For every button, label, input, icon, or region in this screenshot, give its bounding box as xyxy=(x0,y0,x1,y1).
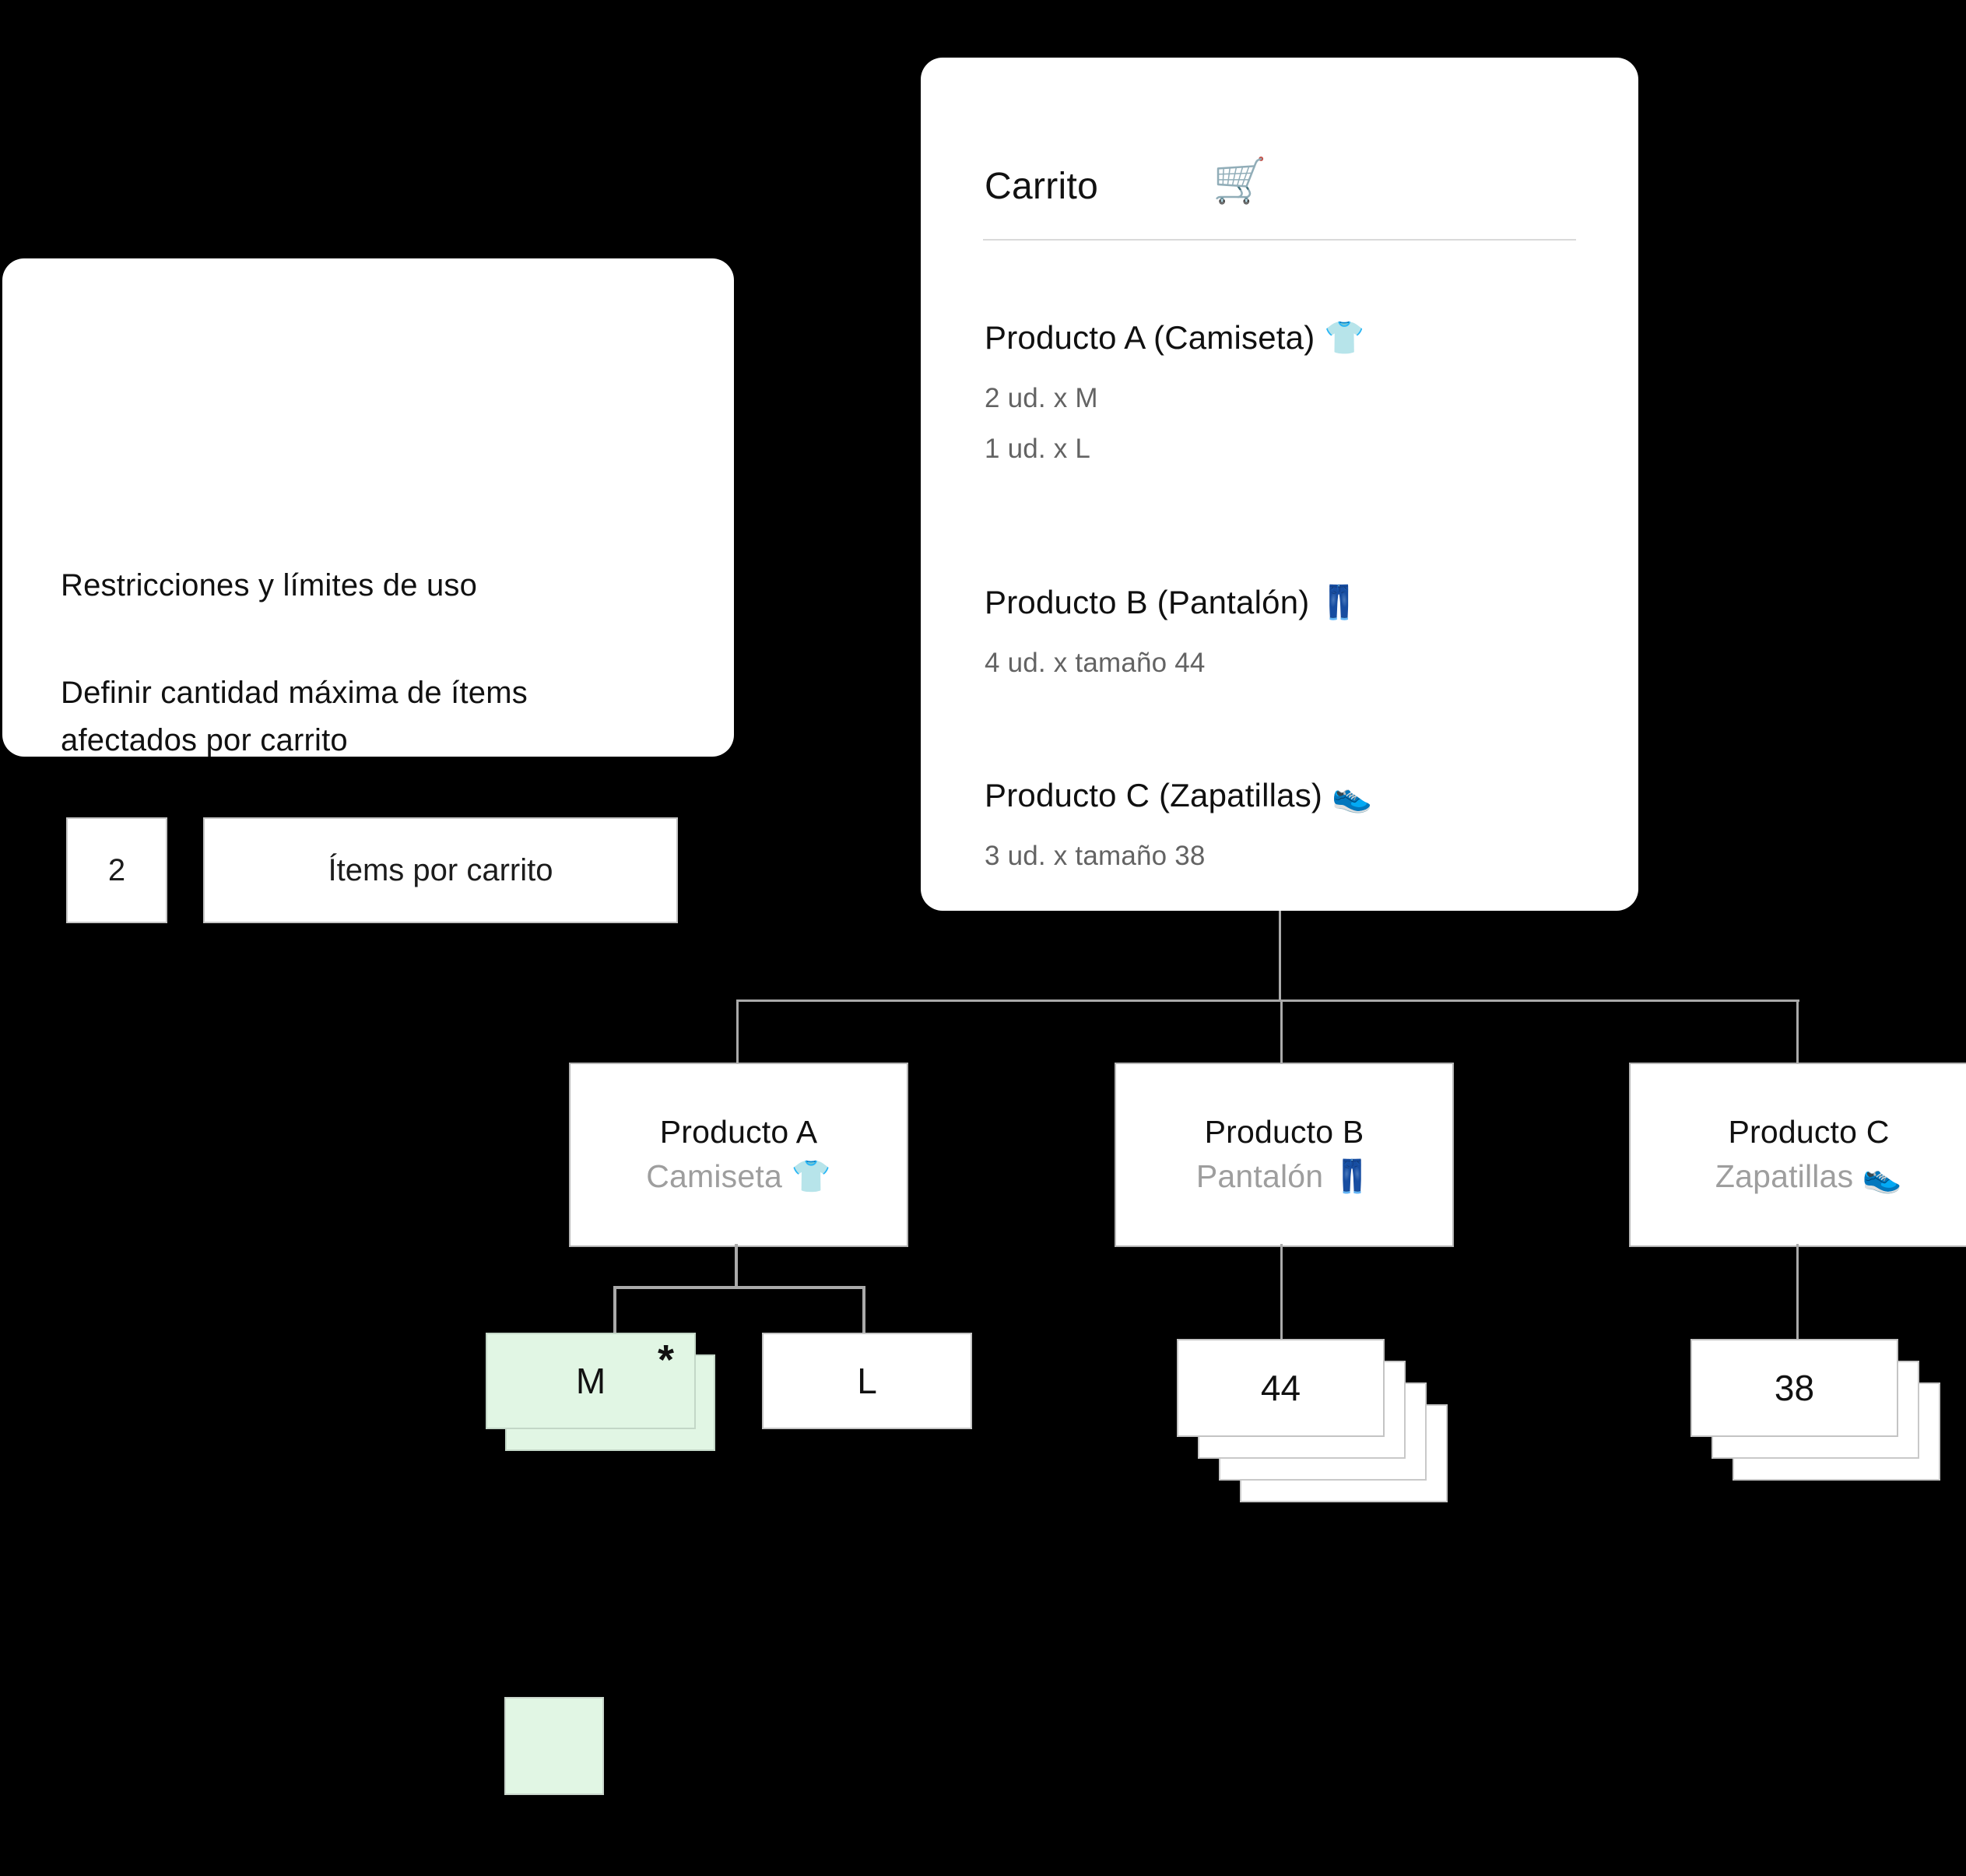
connector-a-drop xyxy=(735,1244,738,1289)
connector-drop-product-c xyxy=(1796,999,1799,1063)
product-b-title: Producto B xyxy=(1204,1114,1364,1150)
variant-m-asterisk: * xyxy=(657,1337,674,1383)
product-a-subtitle: Camiseta 👕 xyxy=(646,1158,831,1196)
connector-c-drop xyxy=(1796,1244,1799,1339)
cart-item-c-name: Producto C (Zapatillas) 👟 xyxy=(985,777,1372,815)
cart-item-a-name: Producto A (Camiseta) 👕 xyxy=(985,319,1365,357)
variant-l-label: L xyxy=(857,1361,877,1401)
product-node-a: Producto A Camiseta 👕 xyxy=(569,1063,908,1247)
variant-38-label: 38 xyxy=(1774,1368,1815,1408)
connector-drop-product-a xyxy=(736,999,739,1063)
connector-drop-product-b xyxy=(1280,999,1283,1063)
cart-item-b-label: Producto B (Pantalón) xyxy=(985,584,1310,620)
sneaker-icon: 👟 xyxy=(1331,777,1373,813)
cart-item-c-line1: 3 ud. x tamaño 38 xyxy=(985,841,1206,871)
connector-a-horizontal xyxy=(613,1286,865,1289)
cart-item-a-line2: 1 ud. x L xyxy=(985,434,1091,464)
tshirt-icon: 👕 xyxy=(791,1158,831,1194)
variant-card-m: M * xyxy=(486,1333,696,1429)
variant-m-label: M xyxy=(575,1361,606,1401)
variant-card-l: L xyxy=(762,1333,972,1429)
product-node-c: Producto C Zapatillas 👟 xyxy=(1629,1063,1966,1247)
product-a-subtitle-label: Camiseta xyxy=(646,1158,782,1194)
connector-a-drop-m xyxy=(613,1286,616,1333)
cart-title: Carrito xyxy=(985,166,1099,207)
connector-main-horizontal xyxy=(736,999,1799,1002)
restrictions-description-line2: afectados por carrito xyxy=(61,722,348,757)
quantity-unit-field[interactable]: Ítems por carrito xyxy=(203,817,678,923)
cart-item-b-name: Producto B (Pantalón) 👖 xyxy=(985,584,1360,622)
jeans-icon: 👖 xyxy=(1332,1158,1373,1194)
cart-divider xyxy=(983,239,1576,241)
variant-card-38: 38 xyxy=(1690,1339,1898,1437)
product-c-subtitle: Zapatillas 👟 xyxy=(1715,1158,1902,1196)
product-b-subtitle-label: Pantalón xyxy=(1195,1158,1324,1194)
shopping-cart-icon: 🛒 xyxy=(1213,156,1267,205)
restrictions-title: Restricciones y límites de uso xyxy=(61,568,478,602)
tshirt-icon: 👕 xyxy=(1324,319,1365,356)
jeans-icon: 👖 xyxy=(1318,584,1360,620)
legend-highlight-swatch xyxy=(504,1697,604,1795)
variant-card-44: 44 xyxy=(1177,1339,1385,1437)
cart-card: Carrito 🛒 Producto A (Camiseta) 👕 2 ud. … xyxy=(921,58,1638,911)
restrictions-card: Restricciones y límites de uso Definir c… xyxy=(2,258,734,923)
cart-item-a-label: Producto A (Camiseta) xyxy=(985,319,1315,356)
cart-item-c-label: Producto C (Zapatillas) xyxy=(985,777,1323,813)
cart-item-b-line1: 4 ud. x tamaño 44 xyxy=(985,648,1206,678)
connector-b-drop xyxy=(1280,1244,1283,1339)
product-c-title: Producto C xyxy=(1728,1114,1890,1150)
restrictions-description-line1: Definir cantidad máxima de ítems xyxy=(61,676,528,710)
cart-item-a-line1: 2 ud. x M xyxy=(985,383,1098,413)
product-b-subtitle: Pantalón 👖 xyxy=(1196,1158,1372,1196)
product-c-subtitle-label: Zapatillas xyxy=(1715,1158,1854,1194)
connector-cart-drop xyxy=(1279,911,1281,1002)
quantity-input[interactable]: 2 xyxy=(66,817,167,923)
variant-44-label: 44 xyxy=(1260,1368,1301,1408)
product-a-title: Producto A xyxy=(659,1114,818,1150)
product-node-b: Producto B Pantalón 👖 xyxy=(1115,1063,1454,1247)
sneaker-icon: 👟 xyxy=(1862,1158,1903,1194)
restrictions-description: Definir cantidad máxima de ítems afectad… xyxy=(61,669,528,764)
connector-a-drop-l xyxy=(862,1286,865,1333)
